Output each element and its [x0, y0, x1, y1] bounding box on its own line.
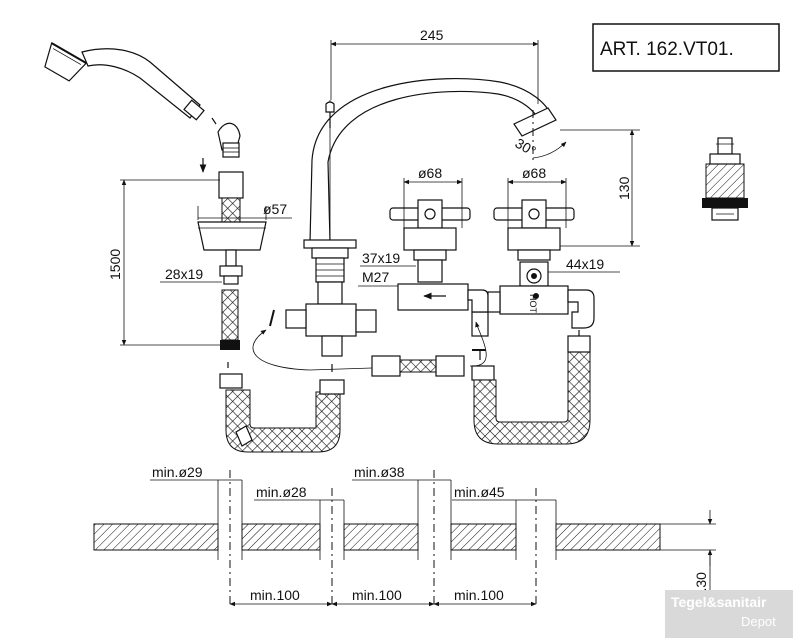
- left-handle-dimension: ø68: [403, 165, 463, 228]
- right-valve: HOT: [487, 199, 595, 329]
- brand-logo: Tegel&sanitair Depot: [665, 590, 793, 638]
- left-valve-thread-dimension: 37x19: [360, 250, 416, 267]
- article-label-box: ART. 162.VT01.: [592, 23, 780, 72]
- shower-holder: [197, 158, 267, 350]
- left-handle-diameter: ø68: [418, 165, 442, 181]
- hand-shower: [44, 42, 241, 158]
- hose-length-dimension: 1500: [107, 179, 220, 346]
- right-handle-dimension: ø68: [507, 165, 567, 228]
- nut-thread-dimension: M27: [358, 269, 398, 287]
- shower-base-diameter: ø57: [263, 201, 287, 217]
- hole1-label: min.ø29: [152, 464, 203, 480]
- hole4-label: min.ø45: [454, 484, 505, 500]
- spout-angle-label: 30°: [513, 135, 539, 159]
- hole-dimensions: min.ø29 min.ø28 min.ø38 min.ø45: [150, 464, 556, 501]
- nut-thread: M27: [362, 269, 389, 285]
- hole2-label: min.ø28: [256, 484, 307, 500]
- left-valve-thread: 37x19: [362, 250, 400, 266]
- article-label: ART. 162.VT01.: [600, 39, 734, 60]
- spout-height-dimension: 130: [560, 129, 640, 247]
- spacing2-label: min.100: [352, 587, 402, 603]
- shower-base-dimension: ø57: [197, 201, 292, 220]
- deck-section: [93, 470, 661, 608]
- shower-thread-dimension: 28x19: [160, 266, 222, 283]
- right-valve-thread: 44x19: [566, 256, 604, 272]
- cartridge-icon: [702, 137, 748, 221]
- spacing1-label: min.100: [250, 587, 300, 603]
- spout: [269, 78, 557, 357]
- spacing3-label: min.100: [454, 587, 504, 603]
- hole3-label: min.ø38: [354, 464, 405, 480]
- hole-spacing-dimensions: min.100 min.100 min.100: [229, 587, 537, 607]
- shower-hose-lower: [219, 362, 345, 453]
- spout-height-label: 130: [616, 176, 632, 200]
- right-valve-thread-dimension: 44x19: [548, 256, 620, 273]
- spout-width-label: 245: [420, 27, 444, 43]
- shower-thread-label: 28x19: [165, 266, 203, 282]
- brand-name: Tegel&sanitair: [671, 594, 767, 610]
- supply-hose: [471, 330, 591, 445]
- brand-sub: Depot: [741, 614, 776, 629]
- right-handle-diameter: ø68: [522, 165, 546, 181]
- hose-length-label: 1500: [107, 249, 123, 280]
- spout-width-dimension: 245: [330, 27, 539, 104]
- left-valve: [389, 199, 489, 337]
- connection-hose: [252, 321, 487, 377]
- hot-label: HOT: [528, 294, 538, 314]
